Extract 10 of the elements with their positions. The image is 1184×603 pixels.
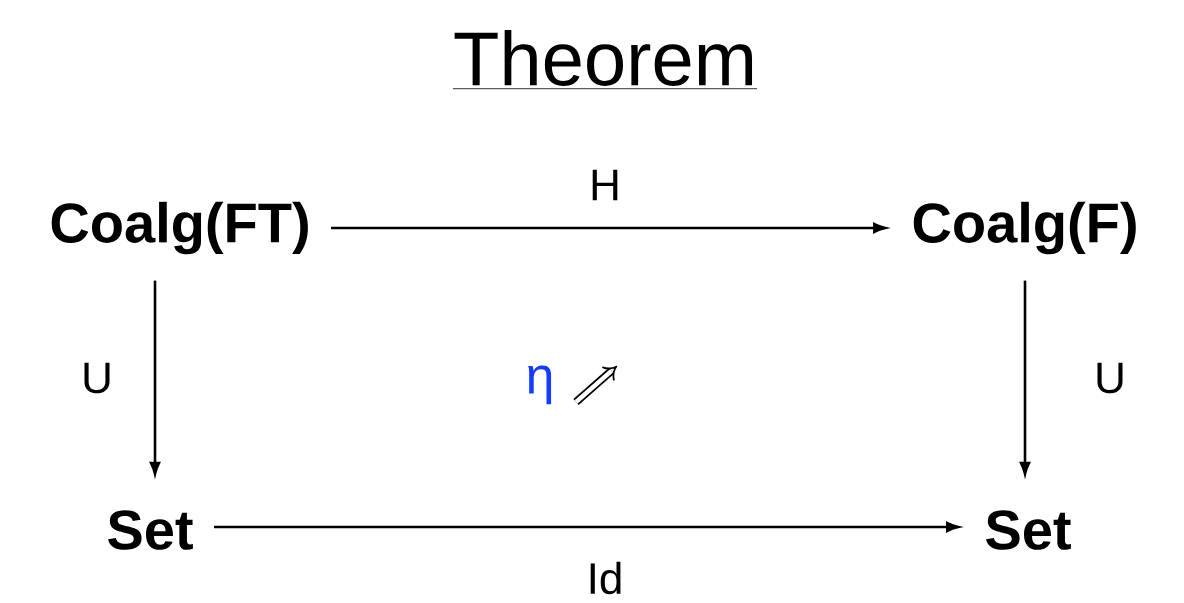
node-label: Coalg(FT) [51,201,308,255]
edge-label: U [84,362,110,394]
node-label: Set [108,510,193,550]
edge-label: Id [590,561,621,595]
node-label: Set [986,510,1071,550]
edge-label: H [592,169,618,201]
node-label: Coalg(F) [913,201,1136,255]
transformation-label: η [528,365,552,405]
title: Theorem [452,30,758,90]
edge-label: U [1097,362,1123,394]
